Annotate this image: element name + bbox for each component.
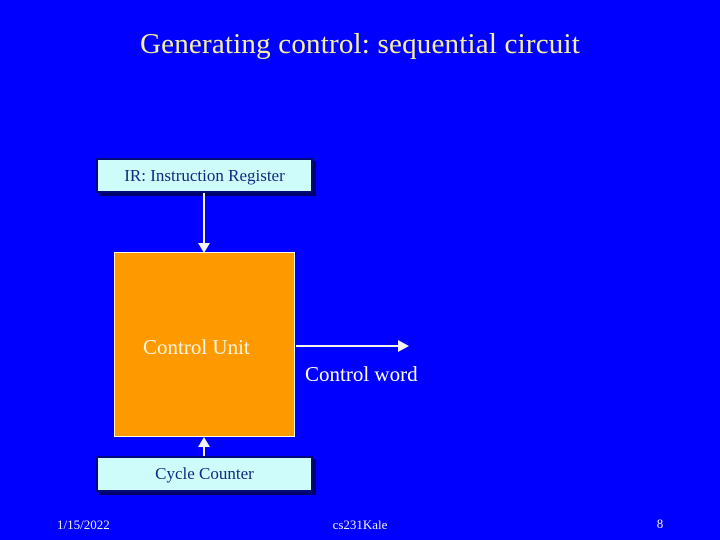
cycle-counter-label: Cycle Counter (155, 464, 254, 483)
diagram-box-cycle-counter[interactable]: Cycle Counter (96, 456, 313, 492)
diagram-box-control-unit[interactable] (114, 252, 295, 437)
page-title: Generating control: sequential circuit (139, 28, 581, 60)
footer-date: 1/15/2022 (57, 517, 110, 532)
diagram-box-instruction-register[interactable]: IR: Instruction Register (96, 158, 313, 193)
footer-course-label: cs231Kale (332, 517, 388, 532)
instruction-register-label: IR: Instruction Register (124, 165, 285, 185)
arrow-up-icon (198, 437, 210, 447)
arrow-down-icon (198, 243, 210, 253)
control-unit-label: Control Unit (143, 335, 250, 359)
footer-page-number: 8 (656, 516, 664, 531)
arrow-right-icon (398, 340, 409, 352)
connector-ir-to-control-unit-line (203, 193, 205, 246)
control-word-label: Control word (305, 362, 418, 386)
connector-cycle-counter-to-control-unit-line (203, 447, 205, 457)
connector-control-unit-to-control-word-line (296, 345, 402, 347)
